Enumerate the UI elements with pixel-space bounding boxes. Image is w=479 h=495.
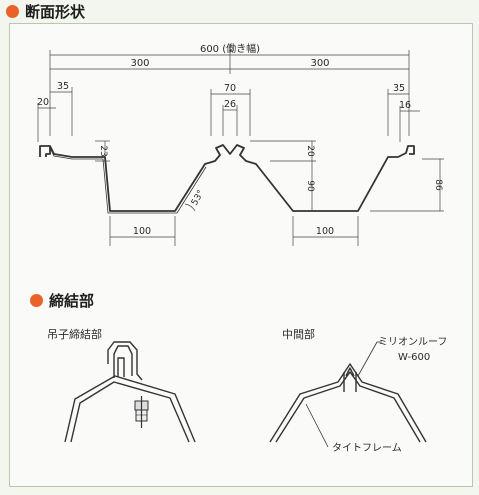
dim-left-20: 20 — [37, 97, 49, 108]
hanger-joint-label: 吊子締結部 — [47, 327, 102, 341]
section-title-profile: 断面形状 — [6, 1, 85, 22]
frame-label: タイトフレーム — [332, 442, 402, 454]
joint-title-text: 締結部 — [49, 292, 95, 310]
diagram-panel: 600 (働き幅) 300 300 35 20 70 26 35 16 23 2… — [9, 23, 473, 487]
dim-half-left: 300 — [130, 58, 149, 69]
dim-depth-90: 90 — [305, 180, 315, 192]
dim-bottom-left-100: 100 — [133, 226, 151, 237]
section-title-joint: 締結部 — [30, 290, 94, 311]
hanger-joint-drawing — [64, 341, 196, 443]
profile-title-text: 断面形状 — [25, 3, 86, 21]
dim-center-rib-20: 20 — [305, 145, 315, 157]
middle-joint-drawing — [269, 363, 427, 443]
dim-center-70: 70 — [224, 83, 236, 94]
dim-right-86: 86 — [433, 179, 443, 191]
bullet-dot-icon — [30, 294, 43, 307]
dim-left-rib-23: 23 — [98, 145, 108, 156]
dim-right-35: 35 — [393, 83, 405, 94]
dim-bottom-right-100: 100 — [316, 226, 334, 237]
product-name-line1: ミリオンルーフ — [378, 336, 447, 348]
dim-total-width: 600 (働き幅) — [200, 42, 260, 55]
dim-half-right: 300 — [310, 58, 329, 69]
roof-profile-line — [39, 144, 415, 212]
dim-left-35: 35 — [57, 81, 69, 92]
dim-right-16: 16 — [399, 100, 411, 111]
dim-center-26: 26 — [224, 99, 236, 110]
product-name-line2: W-600 — [398, 352, 430, 363]
bolt-icon — [134, 396, 149, 428]
middle-joint-label: 中間部 — [282, 327, 315, 341]
bullet-dot-icon — [6, 5, 19, 18]
diagram-svg: 600 (働き幅) 300 300 35 20 70 26 35 16 23 2… — [37, 42, 447, 454]
dim-angle: 53° — [190, 189, 207, 208]
